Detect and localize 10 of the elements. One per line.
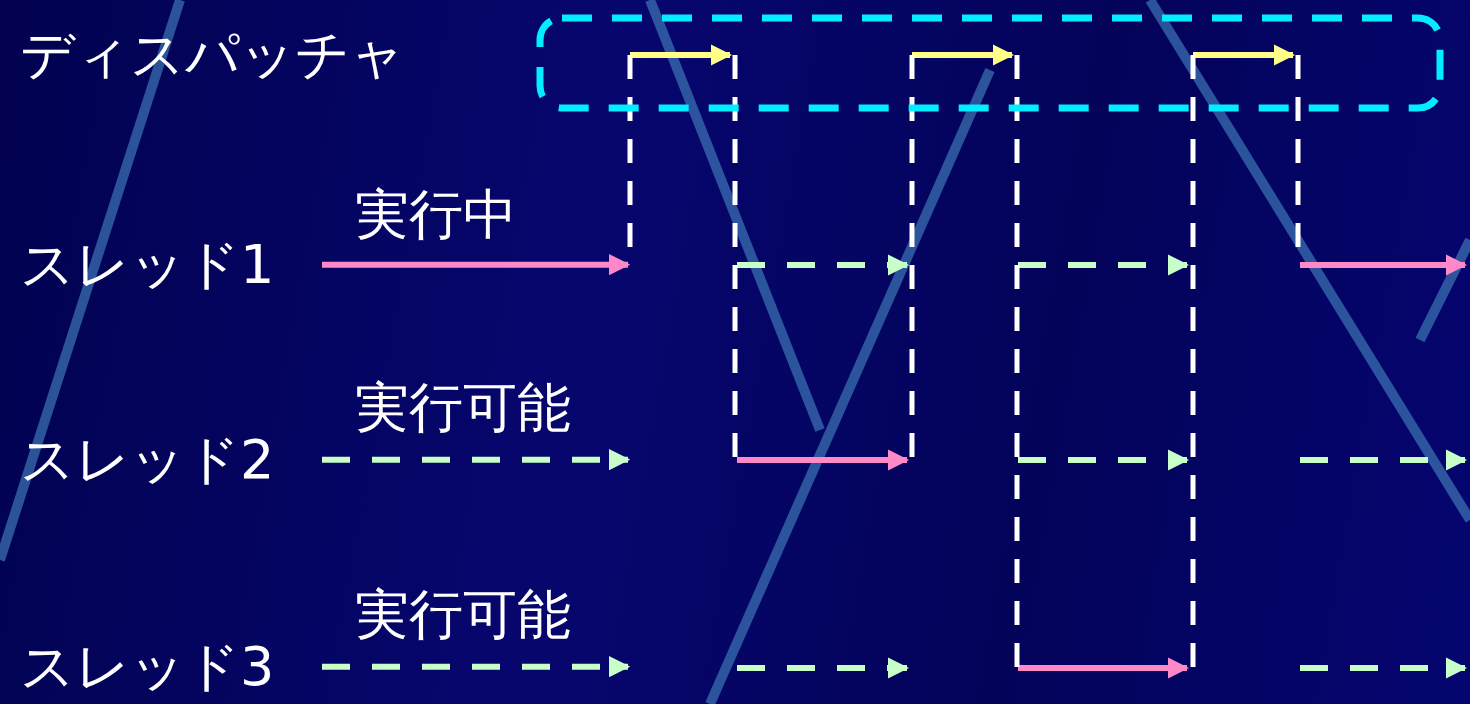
thread-label: スレッド3	[20, 637, 320, 697]
state-label: 実行可能	[355, 378, 571, 438]
arrow	[322, 655, 631, 678]
arrow	[322, 448, 631, 471]
thread-label: スレッド1	[20, 235, 320, 295]
state-label: 実行可能	[355, 585, 571, 645]
dispatcher-label: ディスパッチャ	[20, 25, 405, 85]
arrow	[322, 253, 631, 276]
state-label: 実行中	[355, 185, 517, 245]
thread-label: スレッド2	[20, 430, 320, 490]
